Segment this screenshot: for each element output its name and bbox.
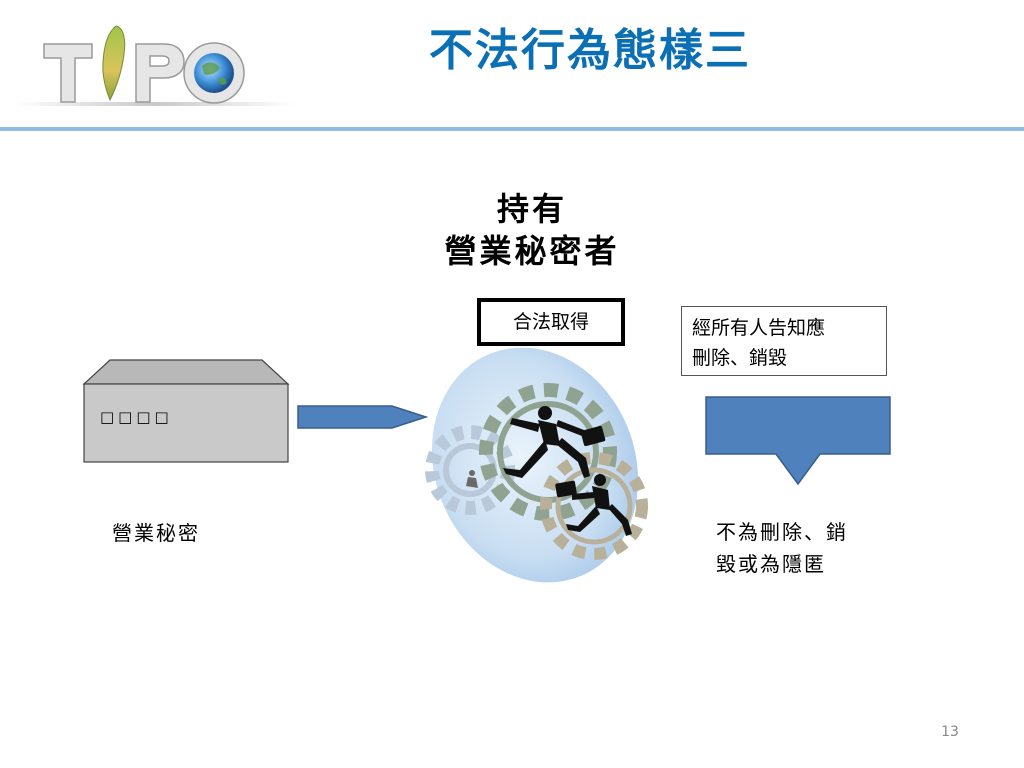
owner-notice-line-2: 刪除、銷毀: [692, 347, 788, 369]
owner-notice-line-1: 經所有人告知應: [692, 317, 826, 339]
tipo-logo: [14, 25, 294, 106]
heading-line-2: 營業秘密者: [444, 232, 620, 270]
lawful-acquisition-box: 合法取得: [477, 298, 625, 346]
heading: 持有 營業秘密者: [400, 188, 664, 272]
result-caption-line-2: 毀或為隱匿: [716, 552, 826, 576]
down-arrow-shape: [705, 396, 891, 486]
title-divider: [0, 127, 1024, 131]
trade-secret-caption: 營業秘密: [112, 521, 200, 545]
gears-businessmen-clipart: [425, 347, 648, 583]
folder-label: □□□□: [100, 408, 173, 426]
result-caption-line-1: 不為刪除、銷: [716, 520, 848, 544]
owner-notice-box: 經所有人告知應 刪除、銷毀: [681, 306, 887, 376]
right-arrow-shape: [297, 405, 429, 429]
page-number: 13: [941, 724, 959, 740]
slide-title: 不法行為態樣三: [429, 25, 751, 76]
result-caption: 不為刪除、銷 毀或為隱匿: [716, 516, 886, 580]
folder-box: [82, 359, 290, 463]
heading-line-1: 持有: [496, 190, 567, 228]
